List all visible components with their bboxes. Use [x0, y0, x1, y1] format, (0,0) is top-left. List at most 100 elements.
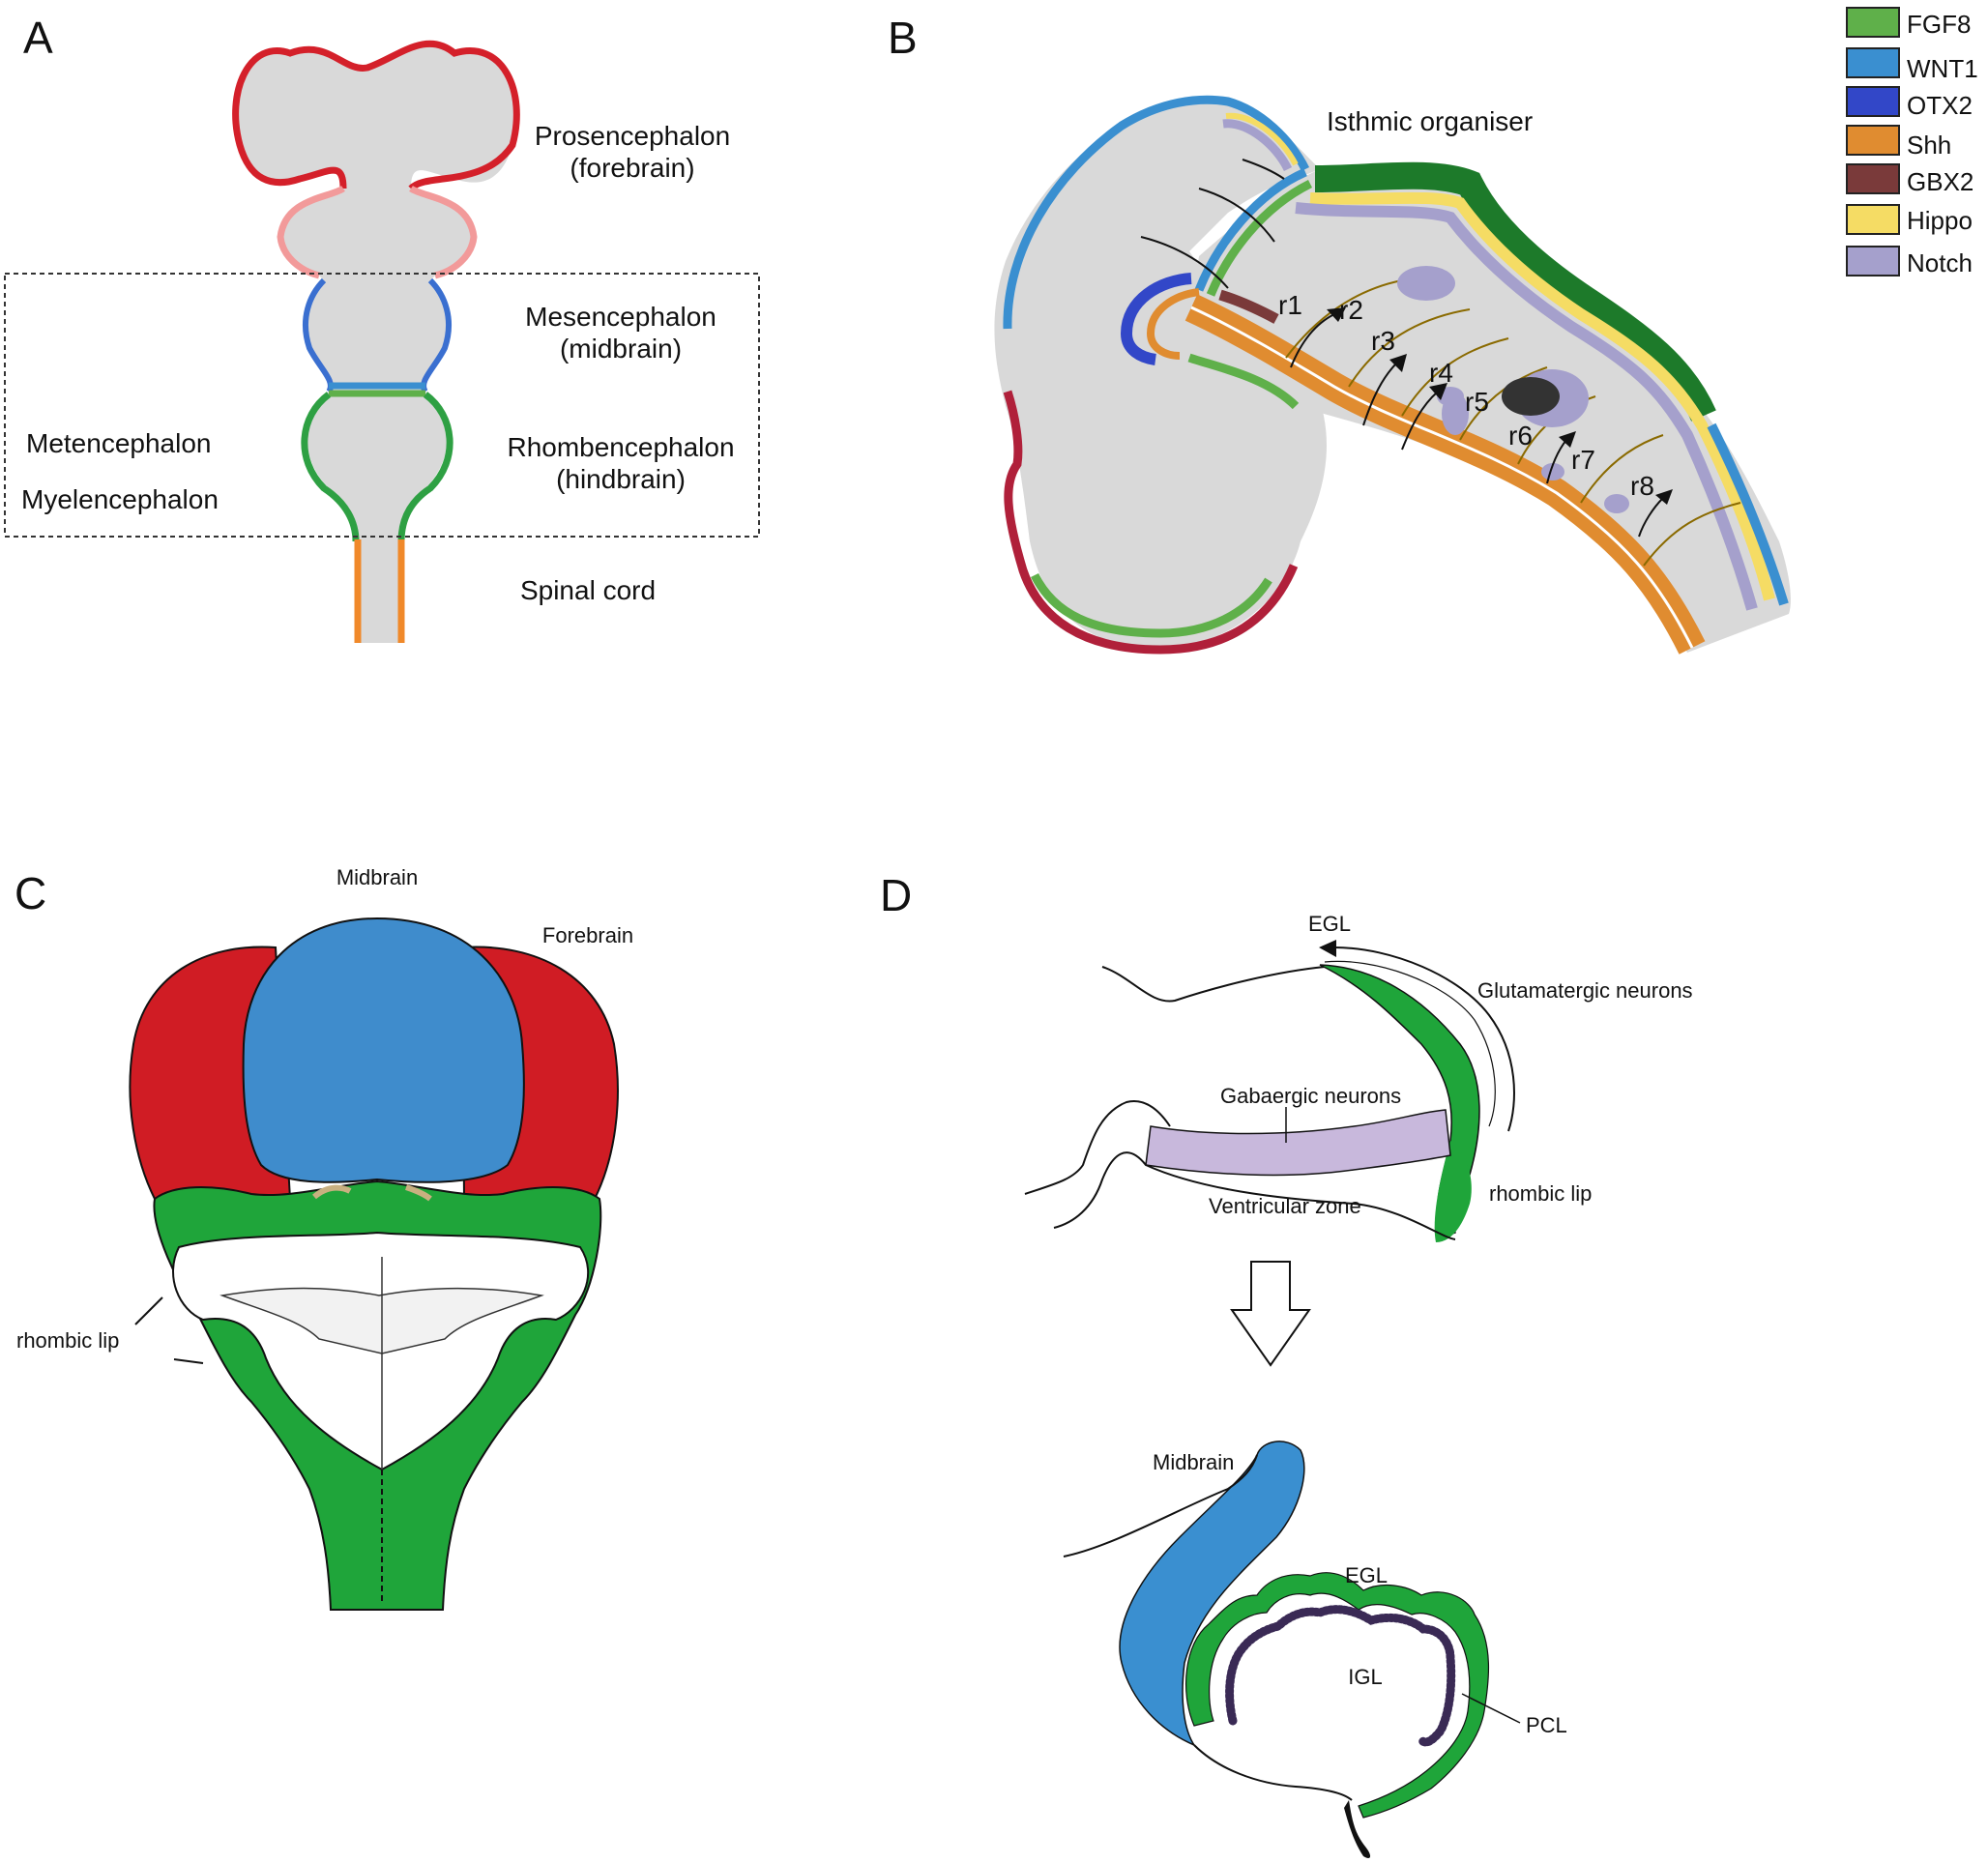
label-midbrain-d: Midbrain — [1153, 1450, 1234, 1474]
arrowheads — [1327, 307, 1673, 505]
otx2-arc — [1120, 273, 1192, 365]
legend-item-otx2: OTX2 — [1846, 86, 1973, 120]
panel-c-letter: C — [15, 868, 46, 918]
label-metencephalon: Metencephalon — [26, 428, 211, 458]
legend-label-notch: Notch — [1907, 248, 1973, 277]
legend-swatch-gbx2 — [1846, 163, 1900, 194]
bulb-notch-inner — [1222, 119, 1293, 172]
rhombomere-labels: r1 r2 r3 r4 r5 r6 r7 r8 — [1278, 290, 1654, 501]
fgf8-lower-curve — [1187, 353, 1300, 410]
dorsal-outline — [1101, 966, 1326, 1003]
pcl-line — [1225, 1605, 1456, 1747]
spinal-cord-region — [360, 537, 400, 643]
boundary-4 — [1459, 366, 1548, 441]
dorsal-outline-lower — [1063, 1454, 1258, 1557]
label-isthmic-organiser: Isthmic organiser — [1327, 106, 1533, 136]
rhombomere-label-r2: r2 — [1339, 295, 1363, 325]
legend-swatch-hippo — [1846, 204, 1900, 235]
label-egl-bottom: EGL — [1345, 1563, 1388, 1587]
rhombic-lip-pointer-1 — [134, 1296, 163, 1325]
shh-arc-upper — [1146, 288, 1200, 360]
signal-arrow-2 — [1198, 188, 1275, 243]
legend-item-notch: Notch — [1846, 246, 1973, 277]
rhombomere-boundaries — [1285, 279, 1741, 567]
arrowhead-2 — [1389, 354, 1407, 372]
panel-d-letter: D — [880, 870, 912, 920]
rhombomere-label-r5: r5 — [1465, 387, 1489, 417]
gbx2-strip — [1218, 289, 1279, 324]
migration-arrows — [1290, 313, 1664, 538]
midbrain-dome — [242, 917, 525, 1183]
legend-label-fgf8: FGF8 — [1907, 10, 1971, 39]
legend-label-wnt1: WNT1 — [1907, 54, 1978, 83]
isthmic-signal-arrows — [1140, 159, 1285, 289]
migration-arrow-2 — [1362, 362, 1398, 426]
label-egl-top: EGL — [1308, 912, 1351, 936]
label-igl: IGL — [1348, 1665, 1382, 1689]
hindbrain-outline-left — [301, 392, 360, 542]
glutamatergic-arrowhead — [1319, 940, 1336, 957]
panel-a-letter: A — [23, 13, 53, 63]
label-rhombencephalon: Rhombencephalon — [507, 432, 734, 462]
hindbrain-dark-green — [1314, 161, 1716, 422]
glutamatergic-arrow — [1333, 946, 1515, 1132]
signal-arrow-1 — [1242, 159, 1285, 180]
signal-arrow-3 — [1140, 236, 1229, 289]
arrowhead-1 — [1327, 307, 1346, 322]
legend-item-wnt1: WNT1 — [1846, 47, 1978, 83]
label-spinal-cord: Spinal cord — [520, 575, 656, 605]
telencephalic-pouch-left — [277, 185, 345, 279]
label-ventricular-zone: Ventricular zone — [1209, 1194, 1361, 1218]
label-myelencephalon: Myelencephalon — [21, 484, 219, 514]
label-gabaergic-neurons: Gabaergic neurons — [1220, 1084, 1401, 1108]
rhombomere-label-r6: r6 — [1508, 421, 1533, 451]
legend-swatch-shh — [1846, 125, 1900, 156]
notch-blob-5 — [1541, 463, 1564, 480]
boundary-1 — [1285, 279, 1403, 359]
pcl-pointer — [1461, 1693, 1521, 1724]
panel-a: A Prosencephalon (forebrain) Mesencephal… — [4, 13, 760, 643]
ventral-outline — [1024, 1100, 1171, 1195]
legend-swatch-notch — [1846, 246, 1900, 277]
label-forebrain-a: (forebrain) — [570, 153, 694, 183]
panel-b: B — [888, 7, 1978, 655]
boundary-6 — [1580, 434, 1664, 504]
glutamatergic-arrow-inner — [1324, 960, 1496, 1127]
notch-blob-3 — [1442, 393, 1469, 435]
midbrain-outline-left — [303, 277, 334, 393]
label-mesencephalon: Mesencephalon — [525, 302, 716, 332]
legend-item-shh: Shh — [1846, 125, 1951, 160]
ventral-outline-bottom — [1193, 1744, 1353, 1801]
ventral-outline-lower — [1053, 1151, 1456, 1240]
isthmus-band-green — [1206, 179, 1313, 297]
egl-folded — [1184, 1572, 1490, 1819]
midbrain-blue-d — [1119, 1441, 1305, 1747]
label-rhombic-lip-c: rhombic lip — [16, 1328, 119, 1353]
ventricular-zone — [1145, 1109, 1451, 1177]
legend-swatch-wnt1 — [1846, 47, 1900, 78]
developmental-arrow — [1230, 1261, 1311, 1367]
bulb-outline-blue — [1003, 95, 1310, 330]
boundary-3 — [1401, 337, 1509, 417]
panel-c: C Midbrain Forebrain rhombic lip — [15, 865, 633, 1611]
hindbrain-hippo-band — [1309, 191, 1775, 601]
notch-blob-6 — [1604, 494, 1629, 513]
forebrain-region — [235, 44, 517, 542]
boundary-2 — [1348, 308, 1471, 388]
rhombomere-label-r3: r3 — [1371, 326, 1395, 356]
panel-b-letter: B — [888, 13, 918, 63]
label-glutamatergic-neurons: Glutamatergic neurons — [1477, 978, 1693, 1003]
migration-arrow-1 — [1290, 313, 1335, 368]
legend-item-fgf8: FGF8 — [1846, 7, 1971, 39]
rhombic-lip-d — [1434, 1141, 1472, 1242]
legend-label-otx2: OTX2 — [1907, 91, 1973, 120]
label-pcl: PCL — [1526, 1713, 1567, 1737]
dark-nucleus — [1502, 377, 1560, 416]
legend-label-hippo: Hippo — [1907, 206, 1973, 235]
legend-label-gbx2: GBX2 — [1907, 167, 1973, 196]
arrowhead-4 — [1559, 431, 1576, 448]
label-rhombic-lip-d: rhombic lip — [1489, 1181, 1592, 1206]
cephalic-bulb — [994, 96, 1327, 648]
telencephalic-pouch-right — [409, 185, 478, 279]
label-midbrain-a: (midbrain) — [560, 334, 682, 364]
